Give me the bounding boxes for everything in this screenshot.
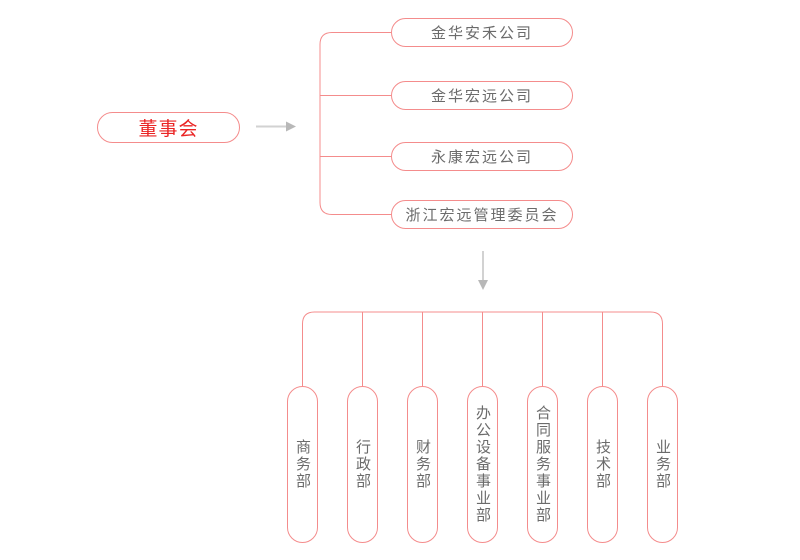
node-company-zhejiang-committee[interactable]: 浙江宏远管理委员会 [391,200,573,229]
node-company-label: 永康宏远公司 [430,148,533,166]
node-dept-label: 业务部 [654,439,672,490]
department-bracket [302,311,663,386]
node-dept-technology[interactable]: 技术部 [587,386,618,543]
node-dept-contract-service[interactable]: 合同服务事业部 [527,386,558,543]
node-company-jinhua-anhe[interactable]: 金华安禾公司 [391,18,573,47]
company-bracket [319,32,391,215]
node-dept-label: 合同服务事业部 [534,405,552,524]
node-dept-finance[interactable]: 财务部 [407,386,438,543]
node-dept-office-equipment[interactable]: 办公设备事业部 [467,386,498,543]
node-dept-label: 办公设备事业部 [474,405,492,524]
node-company-jinhua-hongyuan[interactable]: 金华宏远公司 [391,81,573,110]
node-dept-label: 商务部 [294,439,312,490]
node-board[interactable]: 董事会 [97,112,240,143]
node-dept-administration[interactable]: 行政部 [347,386,378,543]
arrow-down-icon [478,251,488,290]
node-dept-business[interactable]: 商务部 [287,386,318,543]
node-company-label: 浙江宏远管理委员会 [405,206,559,224]
node-company-yongkang-hongyuan[interactable]: 永康宏远公司 [391,142,573,171]
arrow-right-icon [256,121,296,132]
node-dept-label: 行政部 [354,439,372,490]
node-dept-operations[interactable]: 业务部 [647,386,678,543]
node-company-label: 金华安禾公司 [430,24,533,42]
node-dept-label: 技术部 [594,439,612,490]
node-board-label: 董事会 [138,118,199,140]
node-company-label: 金华宏远公司 [430,87,533,105]
node-dept-label: 财务部 [414,439,432,490]
